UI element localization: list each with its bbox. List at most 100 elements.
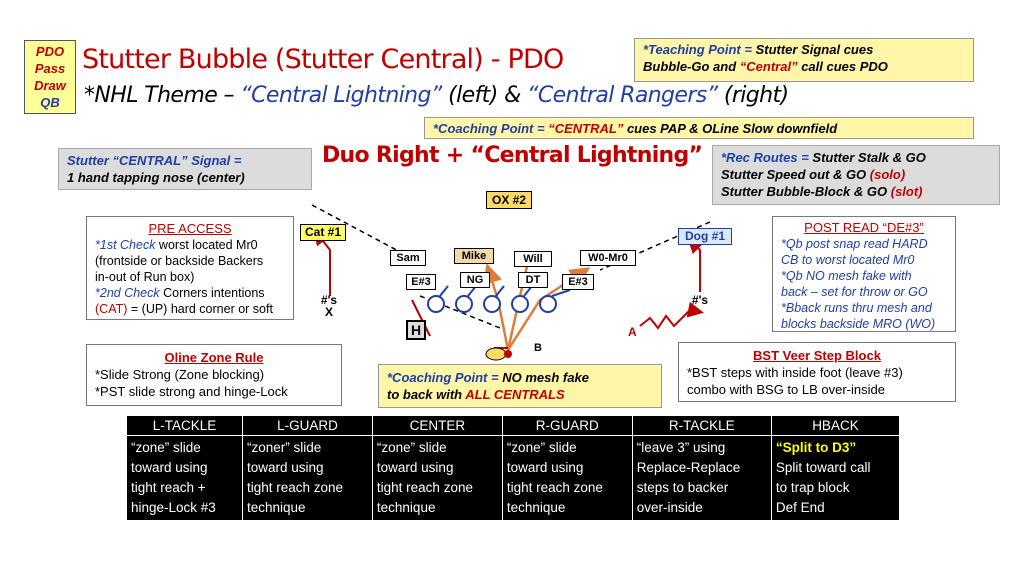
cell-line: “Split to D3”	[775, 440, 857, 455]
bst-veer-line-2: combo with BSG to LB over-inside	[687, 382, 885, 397]
tag-line-2: Pass	[34, 61, 66, 76]
rec-routes-line-2: Stutter Speed out & GO	[721, 167, 870, 182]
tag-line-3: Draw	[34, 78, 66, 93]
oline-assignment-table: L-TACKLE L-GUARD CENTER R-GUARD R-TACKLE…	[126, 415, 901, 521]
coaching-mid-line-2: to back with	[387, 387, 466, 402]
cell-line: technique	[376, 500, 436, 515]
cell-line: Replace-Replace	[636, 460, 741, 475]
pdo-tag: PDO Pass Draw QB	[24, 40, 76, 114]
rg-circle	[511, 295, 529, 313]
cell-line: tight reach zone	[506, 480, 603, 495]
col-header-r-guard: R-GUARD	[501, 415, 633, 436]
cell-line: technique	[247, 500, 306, 515]
sam-label: Sam	[390, 250, 426, 266]
signal-box: Stutter “CENTRAL” Signal = 1 hand tappin…	[58, 148, 312, 190]
coaching-point-mid: *Coaching Point = NO mesh fake to back w…	[378, 364, 662, 408]
mike-label: Mike	[454, 248, 494, 264]
b-label: B	[534, 342, 542, 354]
cell-center: “zone” slide toward using tight reach zo…	[371, 435, 503, 521]
cell-r-tackle: “leave 3” using Replace-Replace steps to…	[631, 435, 772, 521]
rec-routes-label: *Rec Routes =	[721, 150, 813, 165]
rec-routes-line-1: Stutter Stalk & GO	[812, 150, 926, 165]
cell-line: “zoner” slide	[247, 440, 322, 455]
pre-access-check-1: *1st Check	[95, 238, 156, 252]
cell-line: over-inside	[636, 500, 703, 515]
pre-access-line-5: = (UP) hard corner or soft	[127, 302, 273, 316]
rec-routes-slot: (slot)	[890, 184, 923, 199]
subtitle-highlight-2: “Central Rangers”	[527, 83, 718, 108]
a-label: A	[628, 325, 637, 339]
page-title: Stutter Bubble (Stutter Central) - PDO	[82, 44, 564, 75]
post-read-line-6: blocks backside MRO (WO)	[781, 317, 936, 331]
lt-block	[439, 285, 449, 297]
x-label: X	[324, 305, 333, 319]
oline-zone-heading: Oline Zone Rule	[164, 350, 264, 365]
bst-veer-line-1: *BST steps with inside foot (leave #3)	[687, 365, 903, 380]
cell-line: toward using	[247, 460, 324, 475]
coaching-top-label: *Coaching Point =	[433, 121, 549, 136]
table-row: “zone” slide toward using tight reach + …	[126, 435, 901, 521]
rec-routes-line-3: Stutter Bubble-Block & GO	[721, 184, 891, 199]
hback-marker: H	[406, 320, 426, 340]
lt-circle	[427, 295, 445, 313]
post-read-line-4: back – set for throw or GO	[781, 285, 928, 299]
rec-routes-box: *Rec Routes = Stutter Stalk & GO Stutter…	[712, 145, 1000, 205]
oline-zone-box: Oline Zone Rule *Slide Strong (Zone bloc…	[86, 344, 342, 406]
coaching-mid-all-centrals: ALL CENTRALS	[465, 387, 565, 402]
cell-line: to trap block	[775, 480, 850, 495]
tag-line-4: QB	[40, 95, 60, 110]
e3-left-label: E#3	[406, 274, 436, 290]
col-header-r-tackle: R-TACKLE	[631, 415, 772, 436]
ball-marker	[504, 350, 512, 358]
pre-access-check-2: *2nd Check	[95, 286, 160, 300]
cell-line: technique	[506, 500, 566, 515]
post-read-line-1: *Qb post snap read HARD	[781, 237, 928, 251]
rt-block	[551, 289, 571, 297]
cell-line: tight reach zone	[247, 480, 344, 495]
will-label: Will	[514, 251, 552, 267]
col-header-l-guard: L-GUARD	[242, 415, 373, 436]
cell-line: Split toward call	[775, 460, 871, 475]
h-block-line	[411, 299, 431, 337]
coaching-top-central: “CENTRAL”	[548, 121, 624, 136]
teaching-point-text-1: Stutter Signal cues	[755, 42, 874, 57]
cell-hback: “Split to D3” Split toward call to trap …	[770, 435, 901, 521]
coaching-mid-text: NO mesh fake	[502, 370, 589, 385]
cell-line: toward using	[376, 460, 454, 475]
cell-line: “zone” slide	[506, 440, 577, 455]
pre-access-cat: (CAT)	[95, 302, 128, 316]
cell-line: “leave 3” using	[636, 440, 726, 455]
x-numbers: #'s	[320, 293, 338, 307]
cell-l-guard: “zoner” slide toward using tight reach z…	[242, 435, 373, 521]
oline-players	[427, 285, 571, 313]
rec-routes-solo: (solo)	[869, 167, 906, 182]
dt-label: DT	[518, 272, 548, 288]
teaching-point-box: *Teaching Point = Stutter Signal cues Bu…	[634, 38, 974, 82]
post-read-line-5: *Bback runs thru mesh and	[781, 301, 932, 315]
a-route	[639, 301, 704, 330]
cell-line: “zone” slide	[376, 440, 447, 455]
col-header-l-tackle: L-TACKLE	[126, 415, 243, 436]
c-circle	[483, 295, 501, 313]
coaching-top-rest: cues PAP & OLine Slow downfield	[623, 121, 838, 136]
z-numbers: #'s	[691, 293, 709, 307]
qb-marker	[485, 347, 507, 361]
col-header-hback: HBACK	[770, 415, 901, 436]
dog-label: Dog #1	[678, 228, 732, 245]
cell-l-tackle: “zone” slide toward using tight reach + …	[126, 435, 243, 521]
subtitle-highlight-1: “Central Lightning”	[240, 83, 442, 108]
teaching-point-label: *Teaching Point =	[643, 42, 756, 57]
cell-line: hinge-Lock #3	[131, 500, 216, 515]
teaching-point-text-2: Bubble-Go and	[643, 59, 740, 74]
pre-access-box: PRE ACCESS *1st Check worst located Mr0 …	[86, 216, 294, 320]
cell-line: tight reach zone	[376, 480, 473, 495]
post-read-line-3: *Qb NO mesh fake with	[781, 269, 912, 283]
lg-circle	[455, 295, 473, 313]
pre-access-line-2: (frontside or backside Backers	[95, 254, 264, 268]
c-block	[495, 285, 505, 297]
play-name: Duo Right + “Central Lightning”	[322, 143, 703, 168]
oline-zone-line-2: *PST slide strong and hinge-Lock	[95, 384, 288, 399]
subtitle-mid: (left) &	[441, 83, 528, 108]
z-route	[687, 237, 705, 292]
pre-access-line-3: in-out of Run box)	[95, 270, 195, 284]
